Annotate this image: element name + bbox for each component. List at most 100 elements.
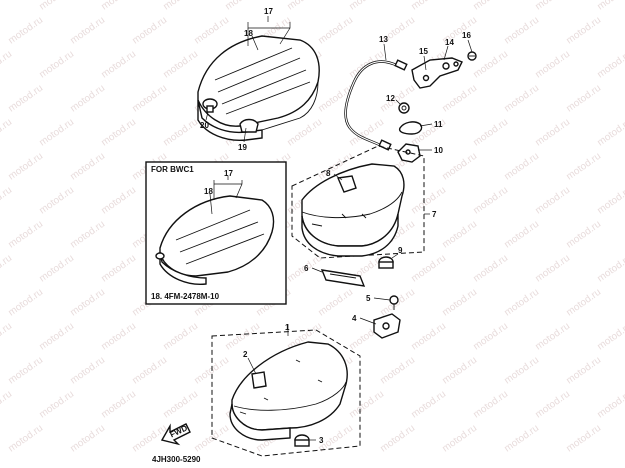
- watermark-text: motod.ru: [68, 151, 107, 183]
- watermark-text: motod.ru: [595, 253, 625, 285]
- watermark-text: motod.ru: [6, 355, 45, 387]
- watermark-text: motod.ru: [440, 151, 479, 183]
- seat-band: [320, 269, 366, 287]
- watermark-text: motod.ru: [161, 117, 200, 149]
- watermark-text: motod.ru: [37, 0, 76, 12]
- watermark-text: motod.ru: [161, 0, 200, 12]
- watermark-text: motod.ru: [99, 185, 138, 217]
- watermark-text: motod.ru: [440, 83, 479, 115]
- watermark-text: motod.ru: [68, 423, 107, 455]
- watermark-text: motod.ru: [471, 321, 510, 353]
- watermark-text: motod.ru: [130, 15, 169, 47]
- watermark-text: motod.ru: [595, 49, 625, 81]
- watermark-text: motod.ru: [533, 389, 572, 421]
- callout-17-inset: 17: [224, 169, 233, 178]
- watermark-text: motod.ru: [564, 423, 603, 455]
- callout-labels: 1 2 3 4 5 6 7 8 9 10 11 12 13 14 15 16 1…: [200, 7, 471, 445]
- watermark-text: motod.ru: [6, 423, 45, 455]
- callout-17: 17: [264, 7, 273, 16]
- seat-cover-bolt: [202, 98, 218, 113]
- callout-3: 3: [319, 436, 324, 445]
- seat-hook: [397, 143, 421, 163]
- watermark-text: motod.ru: [595, 0, 625, 12]
- watermark-text: motod.ru: [316, 287, 355, 319]
- watermark-text: motod.ru: [99, 0, 138, 12]
- callout-9: 9: [398, 246, 403, 255]
- rubber-damper: [378, 256, 394, 269]
- watermark-text: motod.ru: [37, 117, 76, 149]
- main-seat-group-outline: [211, 329, 361, 457]
- watermark-text: motod.ru: [68, 83, 107, 115]
- watermark-text: motod.ru: [502, 287, 541, 319]
- callout-14: 14: [445, 38, 454, 47]
- watermark-text: motod.ru: [533, 117, 572, 149]
- watermark-text: motod.ru: [37, 389, 76, 421]
- watermark-text: motod.ru: [37, 253, 76, 285]
- watermark-text: motod.ru: [502, 83, 541, 115]
- watermark-text: motod.ru: [502, 15, 541, 47]
- callout-13: 13: [379, 35, 388, 44]
- watermark-text: motod.ru: [68, 355, 107, 387]
- watermark-text: motod.ru: [564, 287, 603, 319]
- watermark-text: motod.ru: [595, 117, 625, 149]
- watermark-text: motod.ru: [502, 219, 541, 251]
- inset-seat-cover: [155, 195, 275, 285]
- watermark-text: motod.ru: [223, 321, 262, 353]
- watermark-text: motod.ru: [440, 423, 479, 455]
- watermark-text: motod.ru: [471, 185, 510, 217]
- inset-note: 18. 4FM-2478M-10: [151, 292, 220, 301]
- callout-1: 1: [285, 323, 290, 332]
- diagram-code: 4JH300-5290: [152, 455, 201, 464]
- watermark-text: motod.ru: [471, 0, 510, 12]
- main-seat: [229, 341, 348, 441]
- lock-screw: [467, 51, 477, 61]
- watermark-text: motod.ru: [409, 389, 448, 421]
- watermark-text: motod.ru: [502, 355, 541, 387]
- watermark-text: motod.ru: [440, 219, 479, 251]
- watermark-text: motod.ru: [502, 423, 541, 455]
- callout-8: 8: [326, 169, 331, 178]
- callout-18-inset: 18: [204, 187, 213, 196]
- callout-5: 5: [366, 294, 371, 303]
- watermark-text: motod.ru: [564, 355, 603, 387]
- watermark-text: motod.ru: [68, 287, 107, 319]
- callout-10: 10: [434, 146, 443, 155]
- callout-18: 18: [244, 29, 253, 38]
- callout-12: 12: [386, 94, 395, 103]
- leader-lines: [205, 16, 473, 441]
- watermark-text: motod.ru: [378, 355, 417, 387]
- seat-cover-clip: [239, 118, 259, 133]
- watermark-text: motod.ru: [533, 253, 572, 285]
- watermark-text: motod.ru: [347, 0, 386, 12]
- watermark-text: motod.ru: [99, 389, 138, 421]
- watermark-text: motod.ru: [316, 15, 355, 47]
- watermark-text: motod.ru: [533, 49, 572, 81]
- watermark-text: motod.ru: [68, 15, 107, 47]
- seat-group-outline: [291, 145, 425, 259]
- callout-2: 2: [243, 350, 248, 359]
- watermark-text: motod.ru: [409, 253, 448, 285]
- watermark-text: motod.ru: [6, 15, 45, 47]
- watermark-text: motod.ru: [130, 355, 169, 387]
- callout-20: 20: [200, 121, 209, 130]
- inset-title: FOR BWC1: [151, 165, 194, 174]
- callout-11: 11: [434, 120, 443, 129]
- seat-nut: [398, 102, 410, 114]
- watermark-text: motod.ru: [192, 15, 231, 47]
- watermark-text: motod.ru: [6, 287, 45, 319]
- watermark-text: motod.ru: [161, 49, 200, 81]
- watermark-text: motod.ru: [37, 49, 76, 81]
- watermark-text: motod.ru: [37, 321, 76, 353]
- callout-7: 7: [432, 210, 437, 219]
- watermark-text: motod.ru: [409, 0, 448, 12]
- watermark-text: motod.ru: [0, 389, 14, 421]
- watermark-text: motod.ru: [471, 253, 510, 285]
- watermark-text: motod.ru: [6, 219, 45, 251]
- watermark-text: motod.ru: [192, 423, 231, 455]
- seat-plate: [398, 121, 423, 135]
- watermark-text: motod.ru: [564, 15, 603, 47]
- watermark-text: motod.ru: [0, 321, 14, 353]
- watermark-text: motod.ru: [37, 185, 76, 217]
- watermark-text: motod.ru: [595, 389, 625, 421]
